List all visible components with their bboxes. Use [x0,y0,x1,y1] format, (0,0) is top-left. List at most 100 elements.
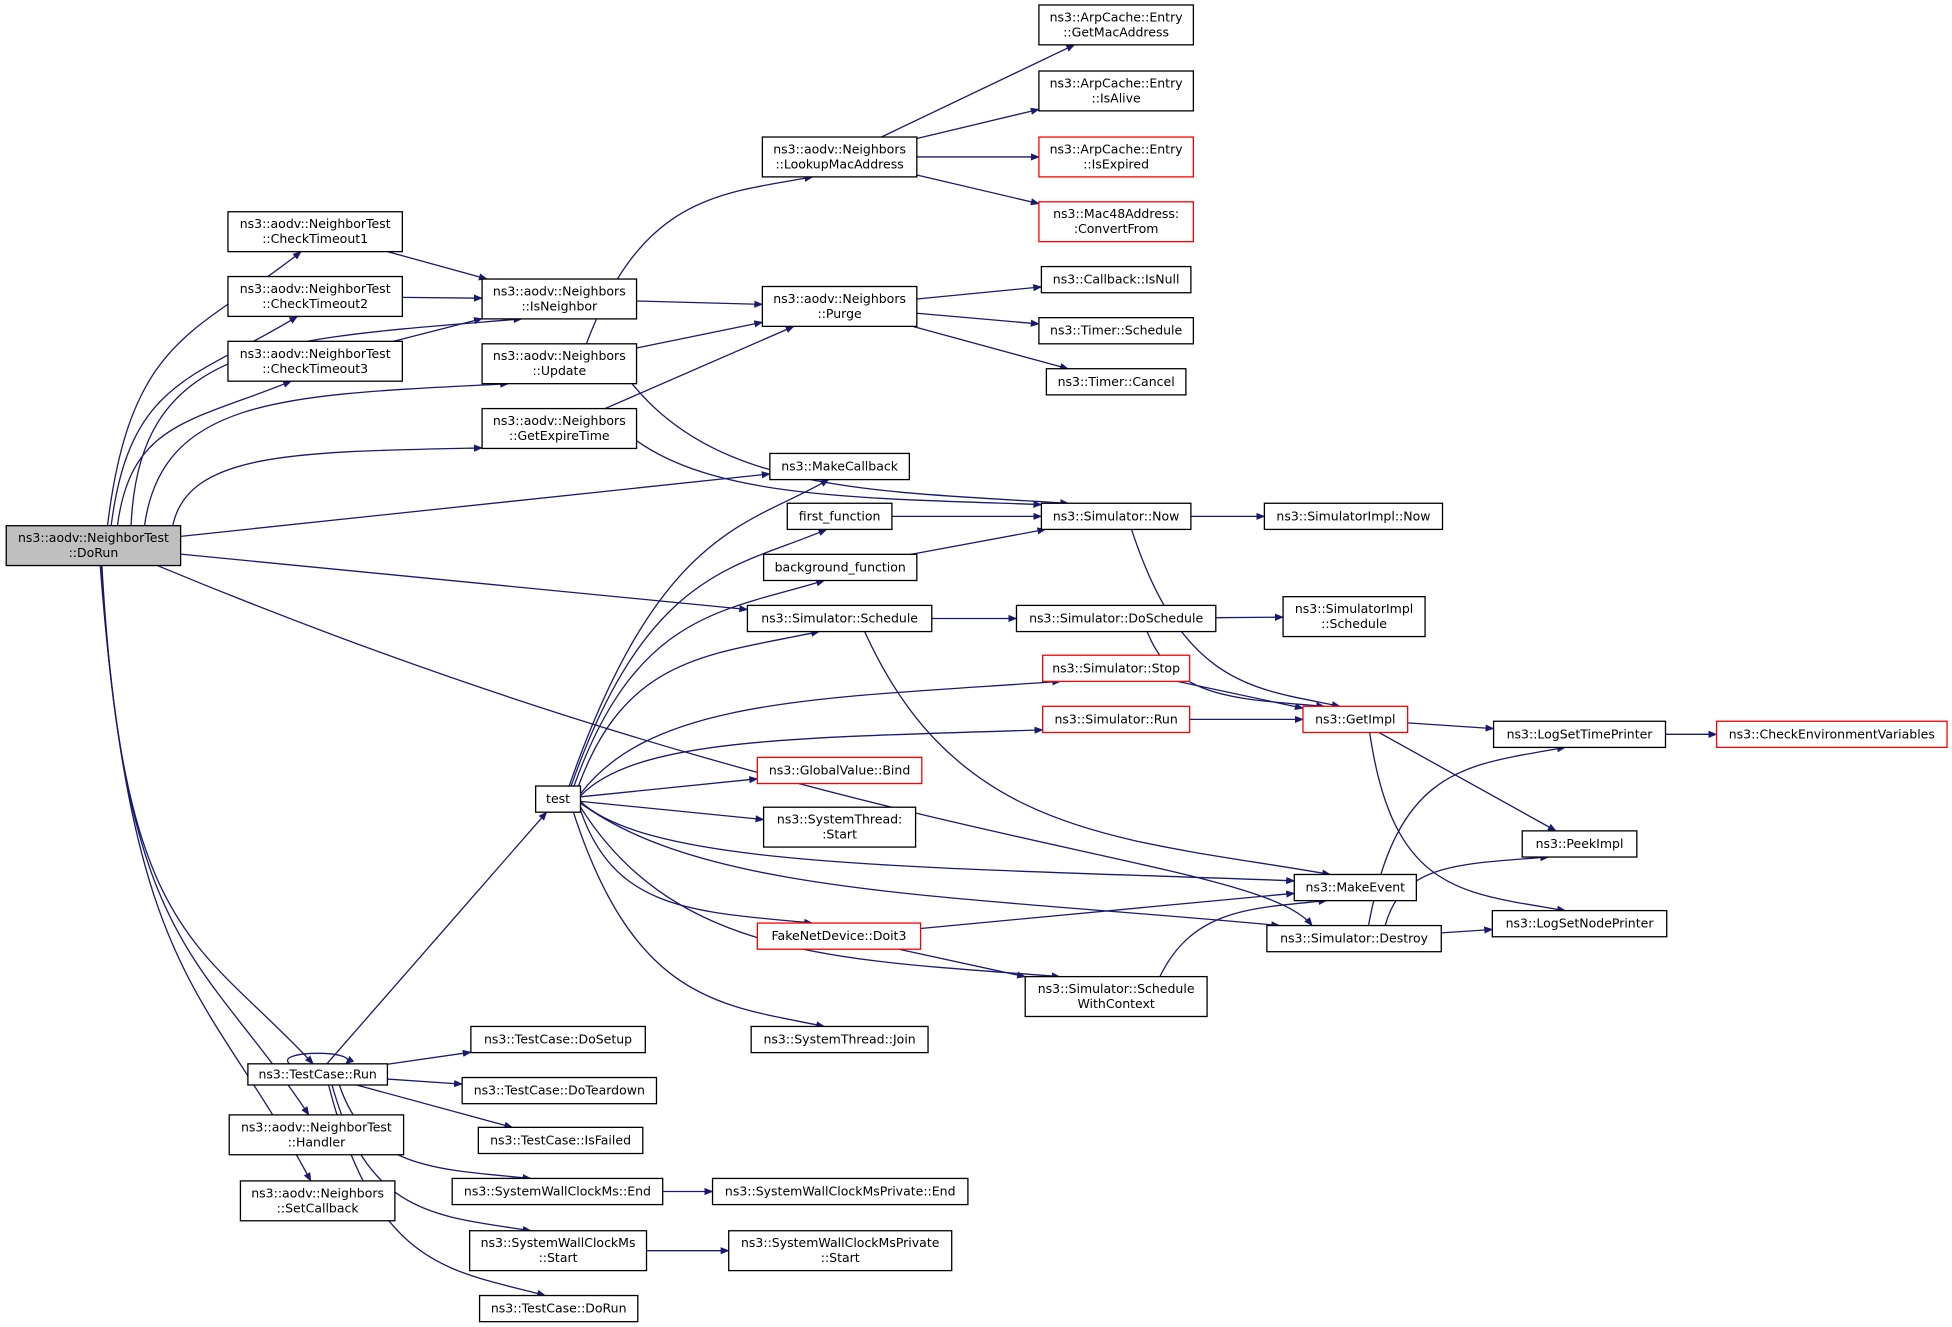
node-doSched[interactable]: ns3::Simulator::DoSchedule [1015,604,1217,633]
call-edge-doRun-to-makeCb [180,471,771,538]
call-edge-tcRun-to-tcTeardown [387,1078,464,1088]
node-label-update-0: ns3::aodv::Neighbors [493,348,626,363]
node-box-timerSched [1038,317,1195,345]
node-box-tcTeardown [461,1076,658,1105]
node-wallPrivStart[interactable]: ns3::SystemWallClockMsPrivate::Start [728,1230,953,1272]
node-label-tcTeardown-0: ns3::TestCase::DoTeardown [474,1083,645,1098]
node-label-bgFn-0: background_function [775,559,906,574]
node-getMac[interactable]: ns3::ArpCache::Entry::GetMacAddress [1038,4,1195,46]
node-box-handler [228,1114,405,1156]
node-label-peekImpl-0: ns3::PeekImpl [1536,836,1624,851]
node-label-globalBind-0: ns3::GlobalValue::Bind [769,762,910,777]
call-edge-tcRun-to-tcFailed [356,1084,514,1129]
node-ct2[interactable]: ns3::aodv::NeighborTest::CheckTimeout2 [227,275,404,318]
node-tcDoRun[interactable]: ns3::TestCase::DoRun [478,1294,639,1323]
node-box-isAlive [1038,70,1195,112]
node-tcTeardown[interactable]: ns3::TestCase::DoTeardown [461,1076,658,1105]
call-edge-test-to-makeEvent [580,801,1296,885]
node-label-logTime-0: ns3::LogSetTimePrinter [1507,726,1654,741]
node-doit3[interactable]: FakeNetDevice::Doit3 [756,922,922,950]
node-box-getMac [1038,4,1195,46]
node-simRun[interactable]: ns3::Simulator::Run [1041,705,1191,734]
node-box-simRun [1041,705,1191,734]
node-box-isNeighbor [481,278,638,320]
node-box-simStop [1041,654,1191,683]
node-isExpired[interactable]: ns3::ArpCache::Entry::IsExpired [1038,136,1195,178]
node-box-makeEvent [1293,873,1418,902]
node-tcFailed[interactable]: ns3::TestCase::IsFailed [477,1126,644,1155]
node-box-wallStart [468,1230,648,1272]
node-bgFn[interactable]: background_function [762,553,918,582]
node-isNeighbor[interactable]: ns3::aodv::Neighbors::IsNeighbor [481,278,638,320]
node-makeEvent[interactable]: ns3::MakeEvent [1293,873,1418,902]
node-ct1[interactable]: ns3::aodv::NeighborTest::CheckTimeout1 [227,211,404,253]
node-checkEnv[interactable]: ns3::CheckEnvironmentVariables [1715,720,1948,749]
node-label-purge-0: ns3::aodv::Neighbors [773,291,906,306]
node-wallEnd[interactable]: ns3::SystemWallClockMs::End [451,1177,664,1206]
call-edge-test-to-globalBind [580,776,759,798]
node-simDestroy[interactable]: ns3::Simulator::Destroy [1266,924,1442,953]
call-edge-test-to-makeCb [568,479,830,787]
node-box-tcRun [247,1063,389,1086]
node-label-ct2-0: ns3::aodv::NeighborTest [240,281,391,296]
node-box-logNode [1491,909,1668,938]
node-firstFn[interactable]: first_function [786,502,893,531]
node-cbIsNull[interactable]: ns3::Callback::IsNull [1040,265,1192,294]
node-ct3[interactable]: ns3::aodv::NeighborTest::CheckTimeout3 [227,340,404,382]
node-label-ct3-0: ns3::aodv::NeighborTest [240,346,391,361]
node-isAlive[interactable]: ns3::ArpCache::Entry::IsAlive [1038,70,1195,112]
node-wallPrivEnd[interactable]: ns3::SystemWallClockMsPrivate::End [711,1177,969,1206]
node-lookupMac[interactable]: ns3::aodv::Neighbors::LookupMacAddress [761,136,918,178]
call-edge-simSched-to-makeEvent [864,631,1332,877]
node-getImpl[interactable]: ns3::GetImpl [1302,705,1409,734]
node-getExpire[interactable]: ns3::aodv::Neighbors::GetExpireTime [481,407,638,450]
node-setCb[interactable]: ns3::aodv::Neighbors::SetCallback [239,1180,396,1222]
node-implNow[interactable]: ns3::SimulatorImpl::Now [1263,502,1444,531]
node-box-simNow [1040,502,1192,531]
node-simNow[interactable]: ns3::Simulator::Now [1040,502,1192,531]
call-edge-doRun-to-setCb [99,565,312,1182]
node-label-wallStart-1: ::Start [539,1250,578,1265]
node-label-isNeighbor-0: ns3::aodv::Neighbors [493,283,626,298]
node-label-lookupMac-1: ::LookupMacAddress [775,156,903,171]
node-tcSetup[interactable]: ns3::TestCase::DoSetup [470,1025,646,1054]
node-logNode[interactable]: ns3::LogSetNodePrinter [1491,909,1668,938]
node-simSched[interactable]: ns3::Simulator::Schedule [746,604,933,633]
node-test[interactable]: test [534,785,582,813]
node-label-lookupMac-0: ns3::aodv::Neighbors [773,141,906,156]
node-convertFrom[interactable]: ns3::Mac48Address::ConvertFrom [1038,201,1195,243]
node-handler[interactable]: ns3::aodv::NeighborTest::Handler [228,1114,405,1156]
node-label-convertFrom-0: ns3::Mac48Address: [1053,206,1179,221]
node-sysThreadStart[interactable]: ns3::SystemThread::Start [762,806,917,848]
call-edge-doit3-to-makeEvent [920,890,1296,930]
node-purge[interactable]: ns3::aodv::Neighbors::Purge [761,285,918,328]
node-simStop[interactable]: ns3::Simulator::Stop [1041,654,1191,683]
node-timerSched[interactable]: ns3::Timer::Schedule [1038,317,1195,345]
node-globalBind[interactable]: ns3::GlobalValue::Bind [756,756,923,785]
call-edge-getImpl-to-peekImpl [1378,731,1557,832]
node-timerCancel[interactable]: ns3::Timer::Cancel [1045,368,1187,396]
node-box-checkEnv [1715,720,1948,749]
node-label-test-0: test [546,791,570,806]
node-update[interactable]: ns3::aodv::Neighbors::Update [481,343,638,385]
node-sysThreadJoin[interactable]: ns3::SystemThread::Join [750,1025,929,1054]
node-makeCb[interactable]: ns3::MakeCallback [769,452,911,481]
node-label-ct2-1: ::CheckTimeout2 [262,296,368,311]
node-doRun[interactable]: ns3::aodv::NeighborTest::DoRun [5,525,182,567]
node-label-timerSched-0: ns3::Timer::Schedule [1050,323,1182,338]
node-tcRun[interactable]: ns3::TestCase::Run [247,1063,389,1086]
node-label-getImpl-0: ns3::GetImpl [1315,711,1395,726]
call-edge-ct3-to-isNeighbor [393,317,483,342]
node-box-implNow [1263,502,1444,531]
node-box-tcDoRun [478,1294,639,1323]
node-wallStart[interactable]: ns3::SystemWallClockMs::Start [468,1230,648,1272]
node-label-firstFn-0: first_function [799,508,881,523]
node-logTime[interactable]: ns3::LogSetTimePrinter [1492,720,1667,749]
node-label-simDestroy-0: ns3::Simulator::Destroy [1280,931,1429,946]
call-edge-purge-to-timerSched [916,312,1040,327]
node-peekImpl[interactable]: ns3::PeekImpl [1521,830,1638,858]
call-edge-getExpire-to-simNow [636,440,1043,508]
node-implSched[interactable]: ns3::SimulatorImpl::Schedule [1282,596,1426,638]
call-edge-doSched-to-implSched [1215,613,1284,621]
